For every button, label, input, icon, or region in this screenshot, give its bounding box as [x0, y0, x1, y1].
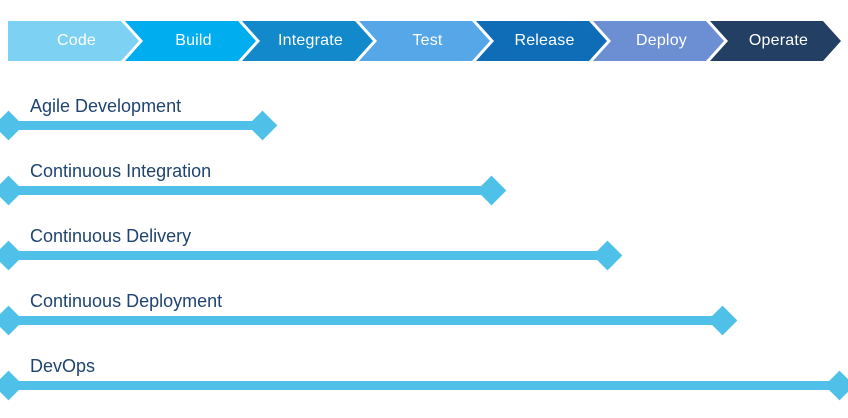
practice-label: Continuous Delivery	[30, 226, 192, 246]
stage-test-label: Test	[412, 32, 443, 49]
practice-span-bar	[4, 315, 722, 325]
span-end-diamond-icon	[476, 175, 506, 205]
practice-row-continuous-integration: Continuous Integration	[0, 161, 848, 205]
practice-span-bar	[4, 185, 491, 195]
stage-operate: Operate	[710, 21, 841, 61]
span-end-diamond-icon	[824, 370, 848, 400]
span-end-diamond-icon	[707, 305, 737, 335]
practice-label: Continuous Integration	[30, 161, 212, 181]
stage-code: Code	[8, 21, 139, 61]
stage-operate-label: Operate	[748, 32, 809, 49]
stage-test: Test	[359, 21, 490, 61]
stage-deploy: Deploy	[593, 21, 724, 61]
span-start-diamond-icon	[0, 240, 23, 270]
practice-row-continuous-deployment: Continuous Deployment	[0, 291, 848, 335]
span-end-diamond-icon	[247, 110, 277, 140]
stage-build-label: Build	[175, 32, 212, 49]
practice-label: Continuous Deployment	[30, 291, 223, 311]
practice-label: Agile Development	[30, 96, 182, 116]
span-start-diamond-icon	[0, 305, 23, 335]
practice-span-bar	[4, 380, 839, 390]
stage-code-label: Code	[56, 32, 97, 49]
stage-release: Release	[476, 21, 607, 61]
span-start-diamond-icon	[0, 175, 23, 205]
span-start-diamond-icon	[0, 370, 23, 400]
stage-release-label: Release	[514, 32, 575, 49]
practice-row-agile-development: Agile Development	[0, 96, 848, 140]
stage-build: Build	[125, 21, 256, 61]
practice-row-devops: DevOps	[0, 356, 848, 400]
stage-integrate: Integrate	[242, 21, 373, 61]
stage-deploy-label: Deploy	[635, 32, 687, 49]
practice-row-continuous-delivery: Continuous Delivery	[0, 226, 848, 270]
practice-span-bar	[4, 120, 262, 130]
pipeline-stage-strip: Code Build Integrate Test Release Deploy…	[8, 21, 841, 61]
practice-span-bar	[4, 250, 607, 260]
stage-integrate-label: Integrate	[278, 32, 343, 49]
span-start-diamond-icon	[0, 110, 23, 140]
practice-label: DevOps	[30, 356, 96, 376]
span-end-diamond-icon	[592, 240, 622, 270]
